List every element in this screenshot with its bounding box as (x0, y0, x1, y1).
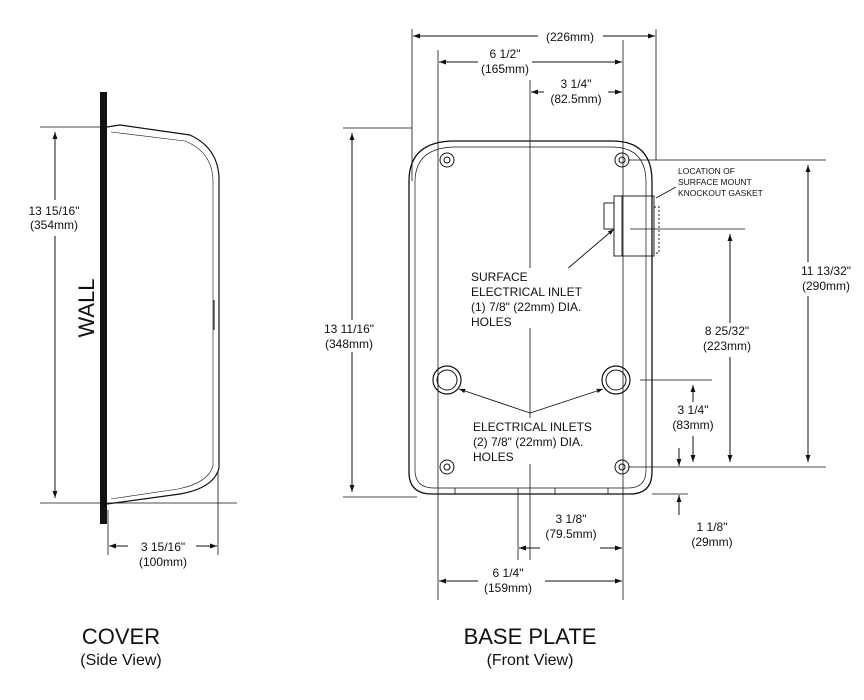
right-outer-mm: (290mm) (802, 279, 850, 293)
cover-profile (106, 124, 220, 505)
base-plate-title: BASE PLATE (464, 624, 597, 649)
right-mid-inches: 8 25/32" (705, 324, 749, 338)
side-depth-mm: (100mm) (139, 555, 187, 569)
front-view (343, 29, 826, 600)
cover-subtitle: (Side View) (80, 652, 162, 669)
overall-width-mm: (226mm) (546, 30, 594, 44)
side-depth-inches: 3 15/16" (141, 540, 185, 554)
base-plate-subtitle: (Front View) (487, 652, 574, 669)
surface-inlet-note-line-3: (1) 7/8" (22mm) DIA. (471, 300, 581, 314)
cover-inner-profile (110, 131, 214, 500)
bottom-width-inches: 6 1/4" (493, 566, 524, 580)
surface-inlet-note-line-4: HOLES (471, 315, 512, 329)
half-bottom-mm: (79.5mm) (545, 527, 596, 541)
inlets-note-line-3: HOLES (473, 450, 514, 464)
top-width-mm: (165mm) (481, 62, 529, 76)
half-bottom-inches: 3 1/8" (556, 512, 587, 526)
bottom-width-mm: (159mm) (484, 581, 532, 595)
gasket-leader (655, 186, 677, 199)
wall-plate (100, 92, 107, 524)
inlets-note-line-2: (2) 7/8" (22mm) DIA. (473, 435, 583, 449)
knockout-gasket (603, 195, 660, 257)
right-inner-mm: (83mm) (672, 418, 713, 432)
top-width-inches: 6 1/2" (490, 47, 521, 61)
gasket-note-line-3: KNOCKOUT GASKET (678, 188, 763, 198)
front-height-inches: 13 11/16" (324, 322, 374, 336)
electrical-inlet-left (432, 365, 462, 395)
inlet-leader-right (529, 388, 604, 414)
right-outer-inches: 11 13/32" (801, 264, 851, 278)
electrical-inlet-right (601, 365, 631, 395)
mount-hole-top-right (614, 152, 630, 168)
inlet-leader-left (458, 388, 531, 414)
surface-inlet-note-line-1: SURFACE (471, 270, 528, 284)
half-top-mm: (82.5mm) (550, 92, 601, 106)
half-top-inches: 3 1/4" (561, 77, 592, 91)
bottom-offset-mm: (29mm) (691, 535, 732, 549)
mount-hole-bottom-right (614, 459, 630, 475)
right-mid-mm: (223mm) (703, 339, 751, 353)
side-height-mm: (354mm) (30, 218, 78, 232)
plate-inner-outline (414, 146, 647, 489)
right-inner-inches: 3 1/4" (678, 403, 709, 417)
mount-hole-bottom-left (439, 459, 455, 475)
cover-title: COVER (82, 624, 160, 649)
side-view (40, 92, 237, 555)
mount-hole-top-left (439, 152, 455, 168)
side-height-inches: 13 15/16" (29, 204, 80, 218)
bottom-offset-inches: 1 1/8" (697, 520, 728, 534)
wall-label: WALL (74, 278, 99, 337)
surface-inlet-leader (565, 228, 615, 271)
gasket-note-line-2: SURFACE MOUNT (678, 177, 752, 187)
inlets-note-line-1: ELECTRICAL INLETS (473, 420, 592, 434)
surface-inlet-note-line-2: ELECTRICAL INLET (471, 285, 583, 299)
gasket-note-line-1: LOCATION OF (678, 166, 735, 176)
front-height-mm: (348mm) (325, 337, 373, 351)
